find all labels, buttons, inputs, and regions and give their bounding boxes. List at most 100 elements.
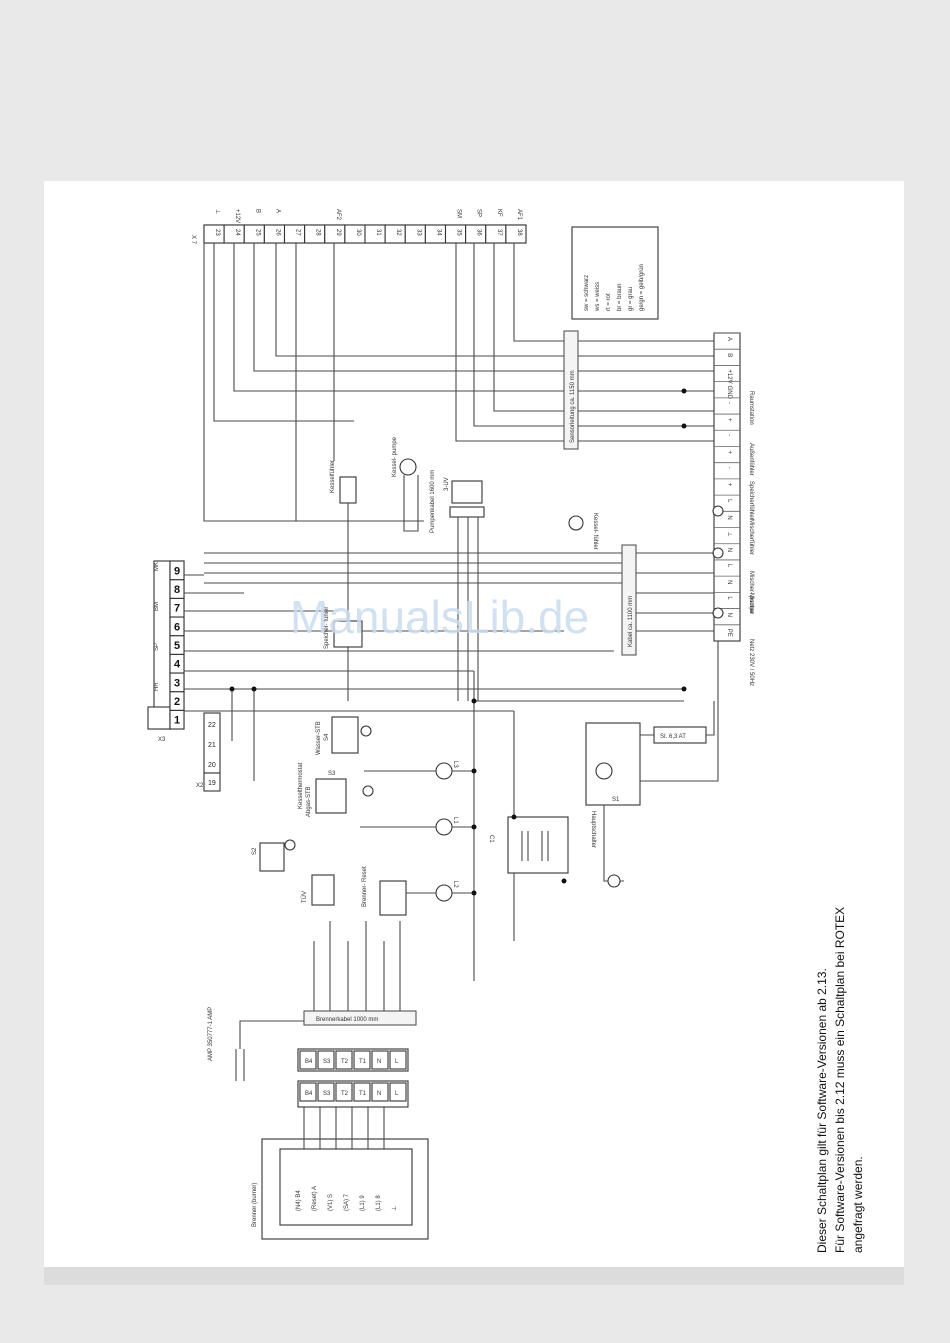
cable-1100-label: Kabel ca. 1100 mm: [628, 596, 634, 647]
kessel-fuehler-label: Kessel- fühler: [592, 513, 598, 550]
label-mischerfuehler: Mischerfühler: [748, 519, 754, 555]
lamp-l3-label: L3: [452, 761, 458, 768]
x2-term: 21: [208, 742, 216, 749]
plug-pin-label: T1: [359, 1059, 367, 1065]
terminal-row-label: N: [726, 548, 732, 552]
plug-pin-label: T2: [341, 1059, 349, 1065]
junction-dot: [229, 686, 235, 692]
x7-signal-label: +12V: [234, 209, 240, 223]
abgas-stb-box: [315, 778, 347, 814]
terminal-row-label: +: [726, 483, 732, 487]
junction-dot: [561, 878, 567, 884]
wasser-stb-box: [331, 716, 359, 754]
right-ground-symbols: [712, 505, 724, 619]
brennerkabel-label: Brennerkabel 1000 mm: [316, 1017, 378, 1023]
tuv-box: [311, 874, 335, 906]
x7-wires: [203, 243, 564, 522]
abgas-stb: Abgas-STB Kesselthermostat S3: [298, 762, 374, 817]
note-line-1: Dieser Schaltplan gilt für Software-Vers…: [815, 968, 829, 1253]
plug-pin: [389, 1082, 407, 1102]
terminal-row-label: -: [726, 467, 732, 469]
x3-terminal-number: 6: [174, 621, 180, 633]
plug-pin-label: B4: [305, 1091, 313, 1097]
x2-term: 20: [208, 762, 216, 769]
connector-x3-ground-cell: [147, 706, 171, 730]
sensor-cable-box: [563, 330, 579, 450]
plug-pin-label: S3: [323, 1059, 331, 1065]
plug-pin: [371, 1082, 389, 1102]
hauptschalter: Hauptschalter S1 SI. 6,3 AT: [585, 641, 719, 888]
pump-icon: [399, 458, 417, 476]
cable-1100: Kabel ca. 1100 mm: [204, 544, 714, 656]
plug-pin: [335, 1082, 353, 1102]
x7-terminal-number: 26: [274, 229, 280, 236]
terminal-row-label: N: [726, 580, 732, 584]
sensor-icon: [360, 725, 372, 737]
x7-signal-label: B: [254, 209, 260, 213]
label-speicherfuehler: Speicherfühler: [748, 481, 754, 520]
plug-pin: [317, 1050, 335, 1070]
tuv-label: TÜV: [301, 891, 308, 903]
x7-terminal: [424, 224, 447, 244]
speicherfuehler: Speicher- fühler: [324, 607, 363, 649]
kessel-fuehler-icon: [568, 515, 584, 531]
terminal-row-label: L: [726, 564, 732, 568]
plug-pin: [299, 1082, 317, 1102]
pump-sensor: Kessel- pumpe Pumpenkabel 1600 mm: [392, 436, 436, 533]
x3-terminal-number: 8: [174, 584, 180, 596]
brennerkabel-box: [303, 1010, 417, 1026]
valve-terminal: [449, 506, 485, 518]
kessel-fuehler-right: Kessel- fühler: [568, 513, 598, 550]
connector-x3-label: X3: [158, 737, 166, 743]
abgas-stb-label: Abgas-STB: [306, 786, 312, 817]
x7-terminal-number: 24: [234, 229, 240, 236]
terminal-row-label: N: [726, 515, 732, 519]
plug-pin-label: L: [395, 1091, 399, 1097]
terminal-row-label: N: [726, 613, 732, 617]
terminal-row-label: -: [726, 434, 732, 436]
terminal-row-label: +: [726, 418, 732, 422]
kesselfuehler-label: Kesselfühler: [330, 460, 336, 493]
s3-label: S3: [328, 771, 336, 777]
x7-terminal: [243, 224, 265, 244]
ground-icon: [712, 547, 724, 559]
x3-terminal-number: 2: [174, 696, 180, 708]
terminal-block-body: [713, 332, 741, 642]
x7-terminal: [283, 224, 306, 244]
cable-1100-box: [621, 544, 637, 656]
x7-terminal-number: 23: [214, 229, 220, 236]
brenner-inner: [279, 1148, 413, 1226]
terminal-row-label: L: [726, 499, 732, 503]
label-netz: Netz 230V / 50Hz: [748, 639, 754, 686]
label-mischer: Mischer: [748, 593, 754, 614]
footer-band: [44, 1267, 904, 1285]
x3-terminal-number: 1: [174, 715, 180, 727]
burner-pin-label: (L1) 9: [360, 1195, 366, 1211]
legend-entry: gr = grau: [628, 287, 634, 311]
burner-pin-label: (SA) 7: [344, 1193, 350, 1211]
fuse-label: SI. 6,3 AT: [660, 734, 686, 740]
plug-pin-label: B4: [305, 1059, 313, 1065]
x7-signal-label: SM: [456, 209, 462, 218]
burner-pin-label: (N4) B4: [296, 1190, 302, 1211]
junction-dot: [511, 814, 517, 820]
kesselthermostat-box: [259, 842, 285, 872]
plug-pin: [353, 1050, 371, 1070]
lamp-l2-label: L2: [452, 881, 458, 888]
lamp-l3-icon: [435, 762, 453, 780]
burner-pin-label: (V1) S: [328, 1194, 334, 1211]
x7-terminal-number: 36: [476, 229, 482, 236]
burner-pins: (N4) B4(Reset) A(V1) S(SA) 7(L1) 9(L1) 8…: [296, 1186, 398, 1211]
x2-term-19: [203, 772, 221, 792]
sensor-cable: Sensorleitung ca. 1150 mm: [563, 330, 714, 450]
sensor-icon: [284, 839, 296, 851]
junction-dot: [471, 890, 477, 896]
x3-terminal: [169, 560, 185, 581]
plug-pin-label: T2: [341, 1091, 349, 1097]
